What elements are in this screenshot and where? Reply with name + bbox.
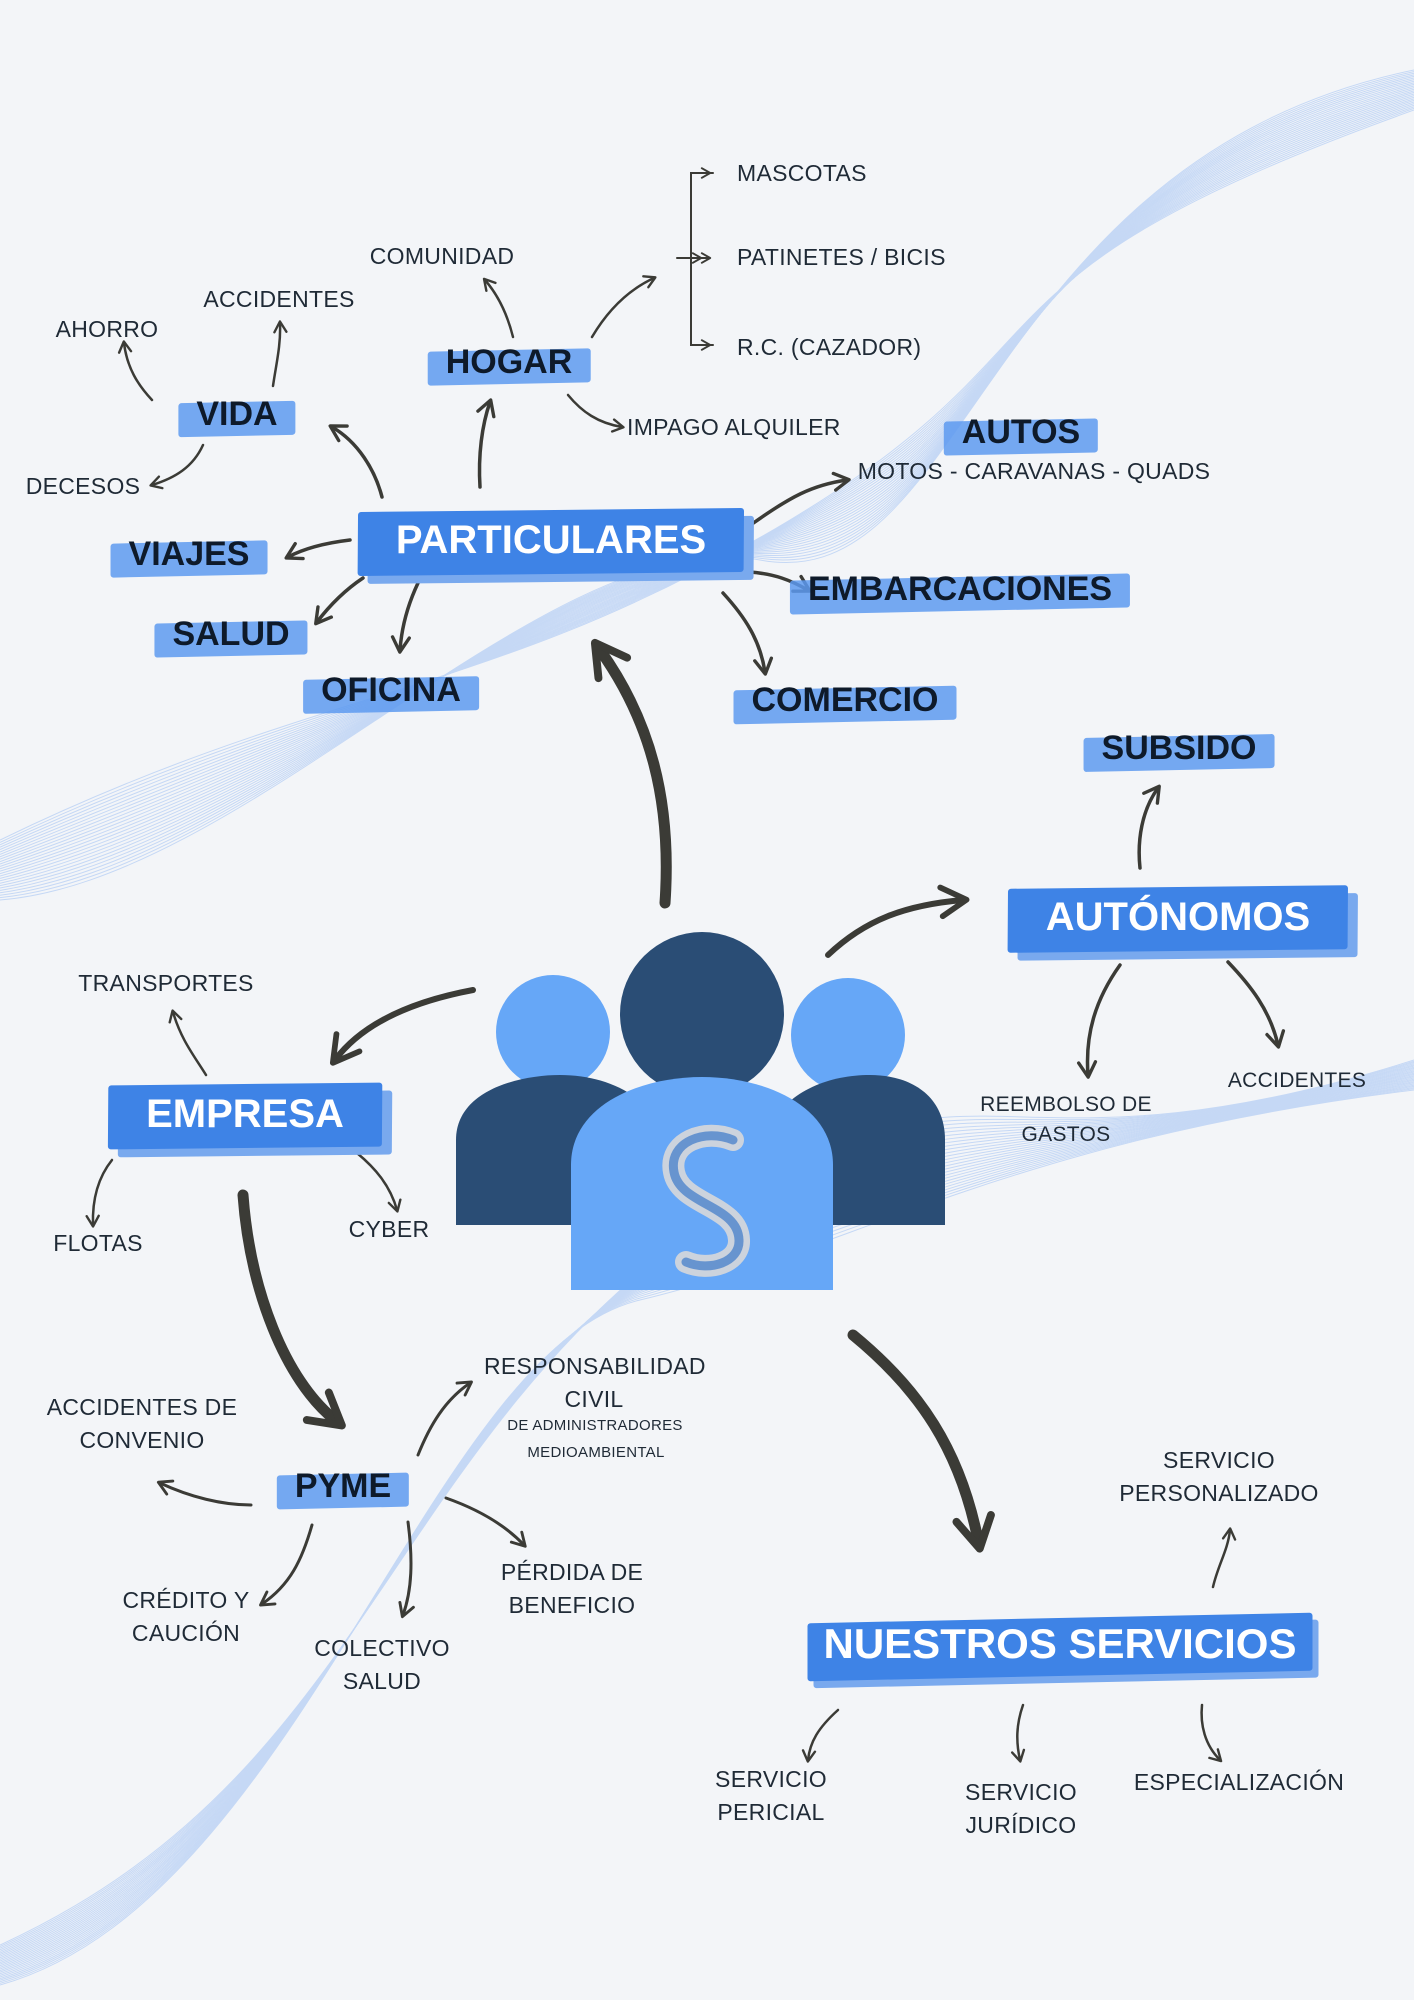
oficina-title: OFICINA [321, 671, 461, 709]
embarcaciones-node: EMBARCACIONES [790, 567, 1130, 613]
subsido-node: SUBSIDO [1084, 726, 1275, 772]
subsido-title: SUBSIDO [1101, 729, 1257, 767]
comercio-node: COMERCIO [734, 678, 957, 724]
vida-decesos: DECESOS [25, 473, 141, 499]
particulares-title: PARTICULARES [395, 518, 707, 562]
oficina-node: OFICINA [303, 668, 479, 714]
vida-ahorro: AHORRO [55, 316, 159, 342]
servicio-juridico: SERVICIO JURÍDICO [965, 1779, 1077, 1839]
autonomos-reembolso: REEMBOLSO DE GASTOS [980, 1093, 1152, 1147]
autos-title: AUTOS [961, 413, 1081, 451]
salud-title: SALUD [172, 615, 290, 653]
empresa-transportes: TRANSPORTES [78, 970, 254, 996]
nuestros-servicios-node: NUESTROS SERVICIOS [808, 1614, 1313, 1676]
autos-detail: MOTOS - CARAVANAS - QUADS [857, 458, 1211, 484]
vida-accidentes: ACCIDENTES [203, 286, 355, 312]
pyme-credito-caucion: CRÉDITO Y CAUCIÓN [122, 1587, 250, 1647]
viajes-node: VIAJES [111, 532, 268, 578]
hogar-impago-alquiler: IMPAGO ALQUILER [627, 414, 841, 440]
empresa-flotas: FLOTAS [53, 1230, 143, 1256]
pyme-rc-administradores: DE ADMINISTRADORES [507, 1417, 683, 1434]
empresa-node: EMPRESA [108, 1082, 382, 1148]
salud-node: SALUD [154, 612, 307, 658]
pyme-rc-medioambiental: MEDIOAMBIENTAL [527, 1444, 665, 1461]
comercio-title: COMERCIO [751, 681, 939, 719]
autonomos-title: AUTÓNOMOS [1045, 895, 1311, 939]
pyme-accidentes-convenio: ACCIDENTES DE CONVENIO [46, 1394, 238, 1454]
empresa-cyber: CYBER [348, 1216, 430, 1242]
vida-title: VIDA [196, 395, 278, 433]
servicio-especializacion: ESPECIALIZACIÓN [1133, 1769, 1345, 1795]
pyme-perdida-beneficio: PÉRDIDA DE BENEFICIO [500, 1559, 644, 1619]
vida-node: VIDA [178, 392, 295, 438]
particulares-node: PARTICULARES [358, 508, 744, 574]
hogar-mascotas: MASCOTAS [737, 160, 867, 186]
autonomos-node: AUTÓNOMOS [1008, 885, 1348, 951]
servicio-pericial: SERVICIO PERICIAL [715, 1766, 827, 1826]
nuestros-servicios-title: NUESTROS SERVICIOS [823, 1620, 1297, 1667]
hogar-title: HOGAR [445, 343, 573, 381]
hogar-rc-cazador: R.C. (CAZADOR) [737, 334, 922, 360]
hogar-comunidad: COMUNIDAD [369, 243, 515, 269]
pyme-rc-title: RESPONSABILIDAD CIVIL [484, 1353, 706, 1413]
group-of-people-with-s-logo-icon [456, 932, 945, 1290]
connector-arrows [85, 167, 1286, 1763]
hogar-patinetes-bicis: PATINETES / BICIS [737, 244, 946, 270]
servicio-personalizado: SERVICIO PERSONALIZADO [1119, 1447, 1319, 1507]
autonomos-accidentes: ACCIDENTES [1227, 1069, 1367, 1092]
pyme-title: PYME [294, 1467, 392, 1505]
viajes-title: VIAJES [128, 535, 250, 573]
decorative-wave-lines [0, 69, 1414, 1986]
hogar-node: HOGAR [428, 340, 591, 386]
autos-node: AUTOS [944, 410, 1098, 456]
empresa-title: EMPRESA [146, 1092, 344, 1136]
embarcaciones-title: EMBARCACIONES [807, 570, 1113, 608]
pyme-node: PYME [277, 1464, 409, 1510]
pyme-colectivo-salud: COLECTIVO SALUD [314, 1635, 450, 1695]
